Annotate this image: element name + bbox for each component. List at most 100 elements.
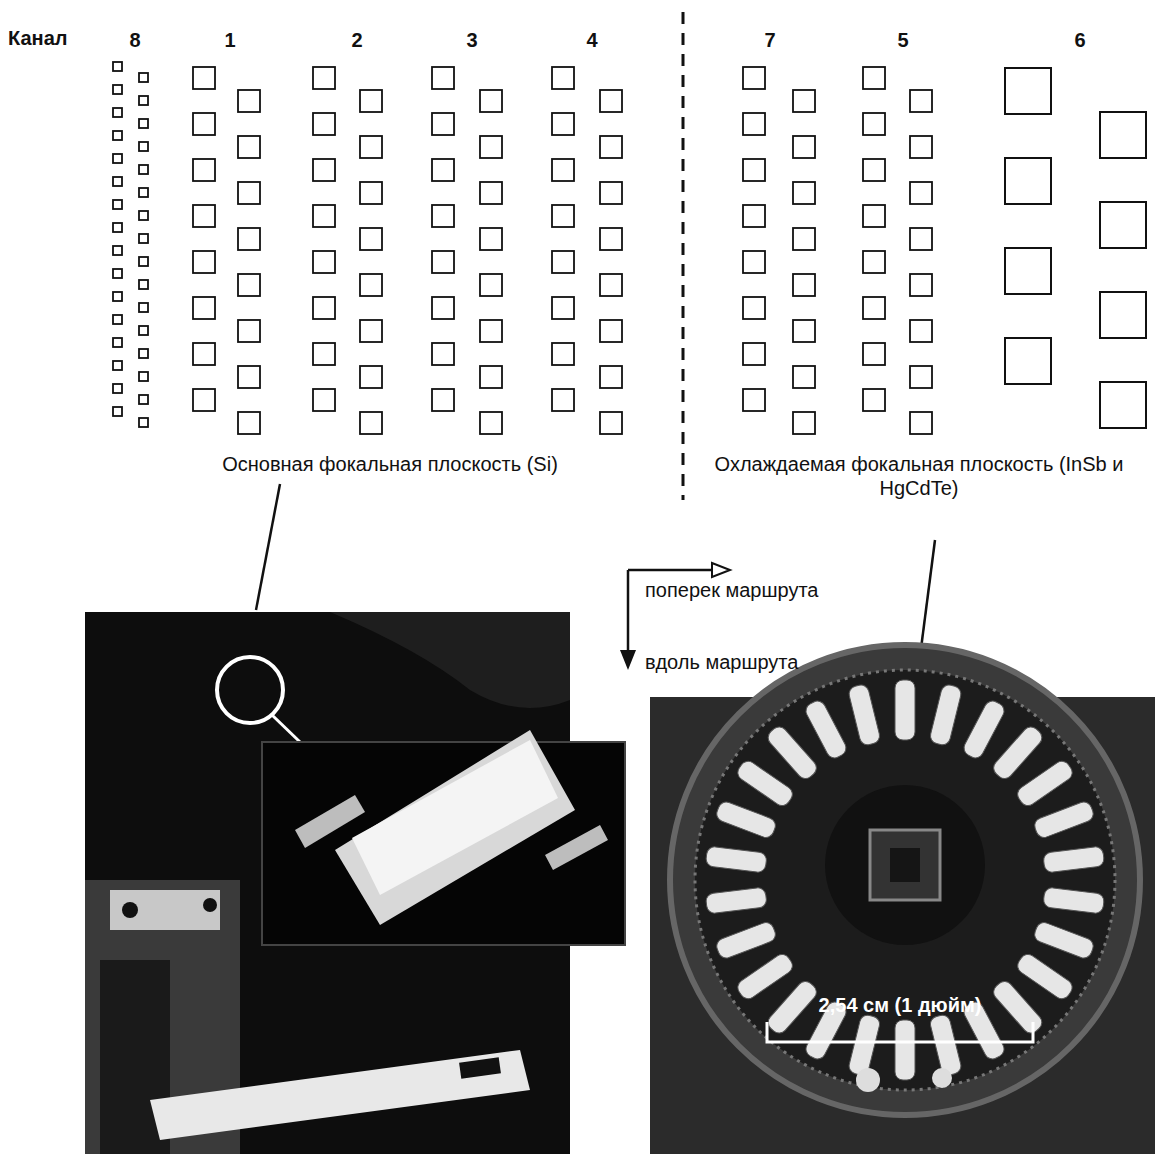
detector-element [313, 67, 335, 89]
detector-element [600, 136, 622, 158]
detector-element [360, 274, 382, 296]
detector-element [113, 177, 122, 186]
axis-title: Канал [8, 26, 88, 50]
detector-element [743, 343, 765, 365]
contact-tooth [1043, 887, 1105, 914]
detector-element [139, 372, 148, 381]
detector-element [313, 251, 335, 273]
channel-number: 1 [210, 28, 250, 52]
detector-element [113, 361, 122, 370]
contact-tooth [847, 1014, 881, 1077]
detector-element [863, 159, 885, 181]
detector-element [863, 67, 885, 89]
detector-element [238, 228, 260, 250]
detector-element [600, 90, 622, 112]
detector-element [113, 62, 122, 71]
detector-element [360, 412, 382, 434]
detector-element [139, 280, 148, 289]
detector-element [552, 297, 574, 319]
detector-element [238, 182, 260, 204]
detector-element [863, 343, 885, 365]
detector-element [480, 136, 502, 158]
detector-element [793, 182, 815, 204]
detector-element [139, 234, 148, 243]
detector-element [113, 407, 122, 416]
detector-element [793, 228, 815, 250]
focal-plane-label: Охлаждаемая фокальная плоскость (InSb и … [676, 452, 1162, 500]
detector-element [743, 159, 765, 181]
contact-tooth [765, 724, 820, 782]
detector-element [313, 389, 335, 411]
detector-element [1005, 338, 1051, 384]
detector-element [193, 251, 215, 273]
detector-element [1005, 68, 1051, 114]
contact-tooth [705, 887, 767, 914]
detector-element [743, 251, 765, 273]
detector-element [600, 228, 622, 250]
detector-element [1100, 292, 1146, 338]
detector-element [910, 228, 932, 250]
detector-element [480, 182, 502, 204]
detector-element [432, 389, 454, 411]
detector-element [1005, 158, 1051, 204]
contact-tooth [714, 800, 777, 840]
detector-photo [85, 612, 625, 1154]
detector-element [600, 366, 622, 388]
detector-element [193, 205, 215, 227]
contact-tooth [990, 724, 1045, 782]
detector-element [139, 395, 148, 404]
detector-element [793, 90, 815, 112]
detector-element [863, 251, 885, 273]
detector-element [432, 343, 454, 365]
detector-element [743, 389, 765, 411]
detector-element [193, 159, 215, 181]
detector-element [139, 96, 148, 105]
detector-element [139, 73, 148, 82]
detector-element [139, 349, 148, 358]
detector-element [863, 205, 885, 227]
detector-element [193, 389, 215, 411]
contact-tooth [847, 683, 881, 746]
channel-number: 3 [452, 28, 492, 52]
contact-tooth [895, 1020, 915, 1080]
arrow-head [712, 563, 730, 577]
detector-element [139, 165, 148, 174]
contact-tooth [705, 846, 767, 873]
contact-tooth [1015, 758, 1076, 809]
detector-element [743, 113, 765, 135]
detector-element [480, 412, 502, 434]
detector-element [793, 136, 815, 158]
detector-element [113, 292, 122, 301]
detector-element [313, 159, 335, 181]
detector-element [910, 366, 932, 388]
detector-element [113, 223, 122, 232]
detector-element [910, 274, 932, 296]
detector-element [552, 343, 574, 365]
detector-element [552, 113, 574, 135]
detector-element [360, 90, 382, 112]
detector-element [238, 320, 260, 342]
contact-tooth [1032, 800, 1095, 840]
detector-element [552, 251, 574, 273]
detector-element [360, 228, 382, 250]
detector-element [113, 384, 122, 393]
detector-element [910, 182, 932, 204]
contact-tooth [990, 978, 1045, 1036]
detector-element [480, 274, 502, 296]
contact-tooth [929, 1014, 963, 1077]
contact-tooth [765, 978, 820, 1036]
contact-tooth [961, 698, 1007, 760]
detector-element [600, 320, 622, 342]
detector-element [238, 274, 260, 296]
detector-element [113, 338, 122, 347]
detector-element [113, 85, 122, 94]
detector-element [193, 343, 215, 365]
detector-element [480, 90, 502, 112]
detector-element [743, 297, 765, 319]
detector-element [552, 67, 574, 89]
channel-number: 8 [115, 28, 155, 52]
detector-element [193, 113, 215, 135]
contact-tooth [1043, 846, 1105, 873]
detector-element [313, 297, 335, 319]
